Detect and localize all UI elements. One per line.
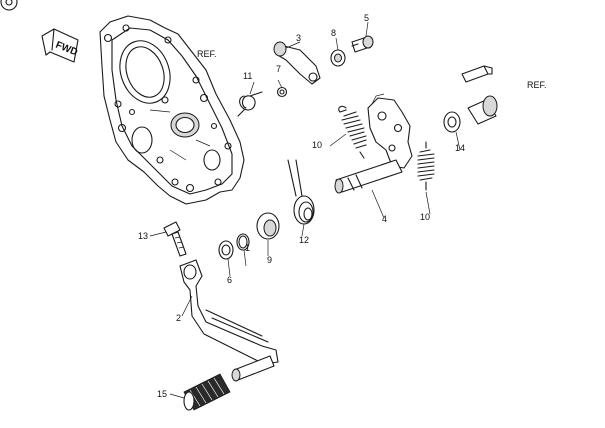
ref-label-right: REF. xyxy=(527,80,547,90)
callout-15: 15 xyxy=(157,389,167,399)
callout-10-upper: 10 xyxy=(312,140,322,150)
callout-9: 9 xyxy=(267,255,272,265)
callout-12: 12 xyxy=(299,235,309,245)
part-14-bearing xyxy=(443,95,498,133)
part-11-spring xyxy=(237,91,263,117)
corner-mark xyxy=(0,0,18,11)
part-10-spring-lower xyxy=(417,141,435,191)
part-2-kickstart-lever xyxy=(179,259,279,382)
part-14-stud xyxy=(461,65,493,83)
part-13-bolt xyxy=(163,221,187,257)
fwd-direction-arrow: FWD xyxy=(41,28,79,63)
crankcase-cover xyxy=(99,15,245,205)
callout-14: 14 xyxy=(455,143,465,153)
leader-lines xyxy=(149,21,461,399)
callout-6: 6 xyxy=(227,275,232,285)
callout-4: 4 xyxy=(382,214,387,224)
part-1-oring xyxy=(236,233,250,251)
callout-7: 7 xyxy=(276,64,281,74)
callout-11: 11 xyxy=(243,71,252,81)
part-10-spring-upper xyxy=(338,105,367,159)
part-4-shift-shaft xyxy=(334,159,403,194)
callout-2: 2 xyxy=(176,313,181,323)
part-7-washer xyxy=(276,86,288,98)
callout-5: 5 xyxy=(364,13,369,23)
part-8-washer xyxy=(330,49,346,67)
callout-8: 8 xyxy=(331,28,336,38)
callout-1: 1 xyxy=(245,243,250,253)
part-9-bushing xyxy=(256,212,280,240)
callout-3: 3 xyxy=(296,33,301,43)
part-6-washer xyxy=(218,240,234,260)
part-5-bolt xyxy=(351,35,374,53)
part-12-torsion-spring xyxy=(287,159,315,225)
callout-13: 13 xyxy=(138,231,148,241)
shift-cam-plate xyxy=(367,93,413,169)
part-3-shift-arm xyxy=(273,41,321,85)
part-15-peg-rubber xyxy=(183,373,231,411)
ref-label-left: REF. xyxy=(197,49,217,59)
callout-10-lower: 10 xyxy=(420,212,430,222)
